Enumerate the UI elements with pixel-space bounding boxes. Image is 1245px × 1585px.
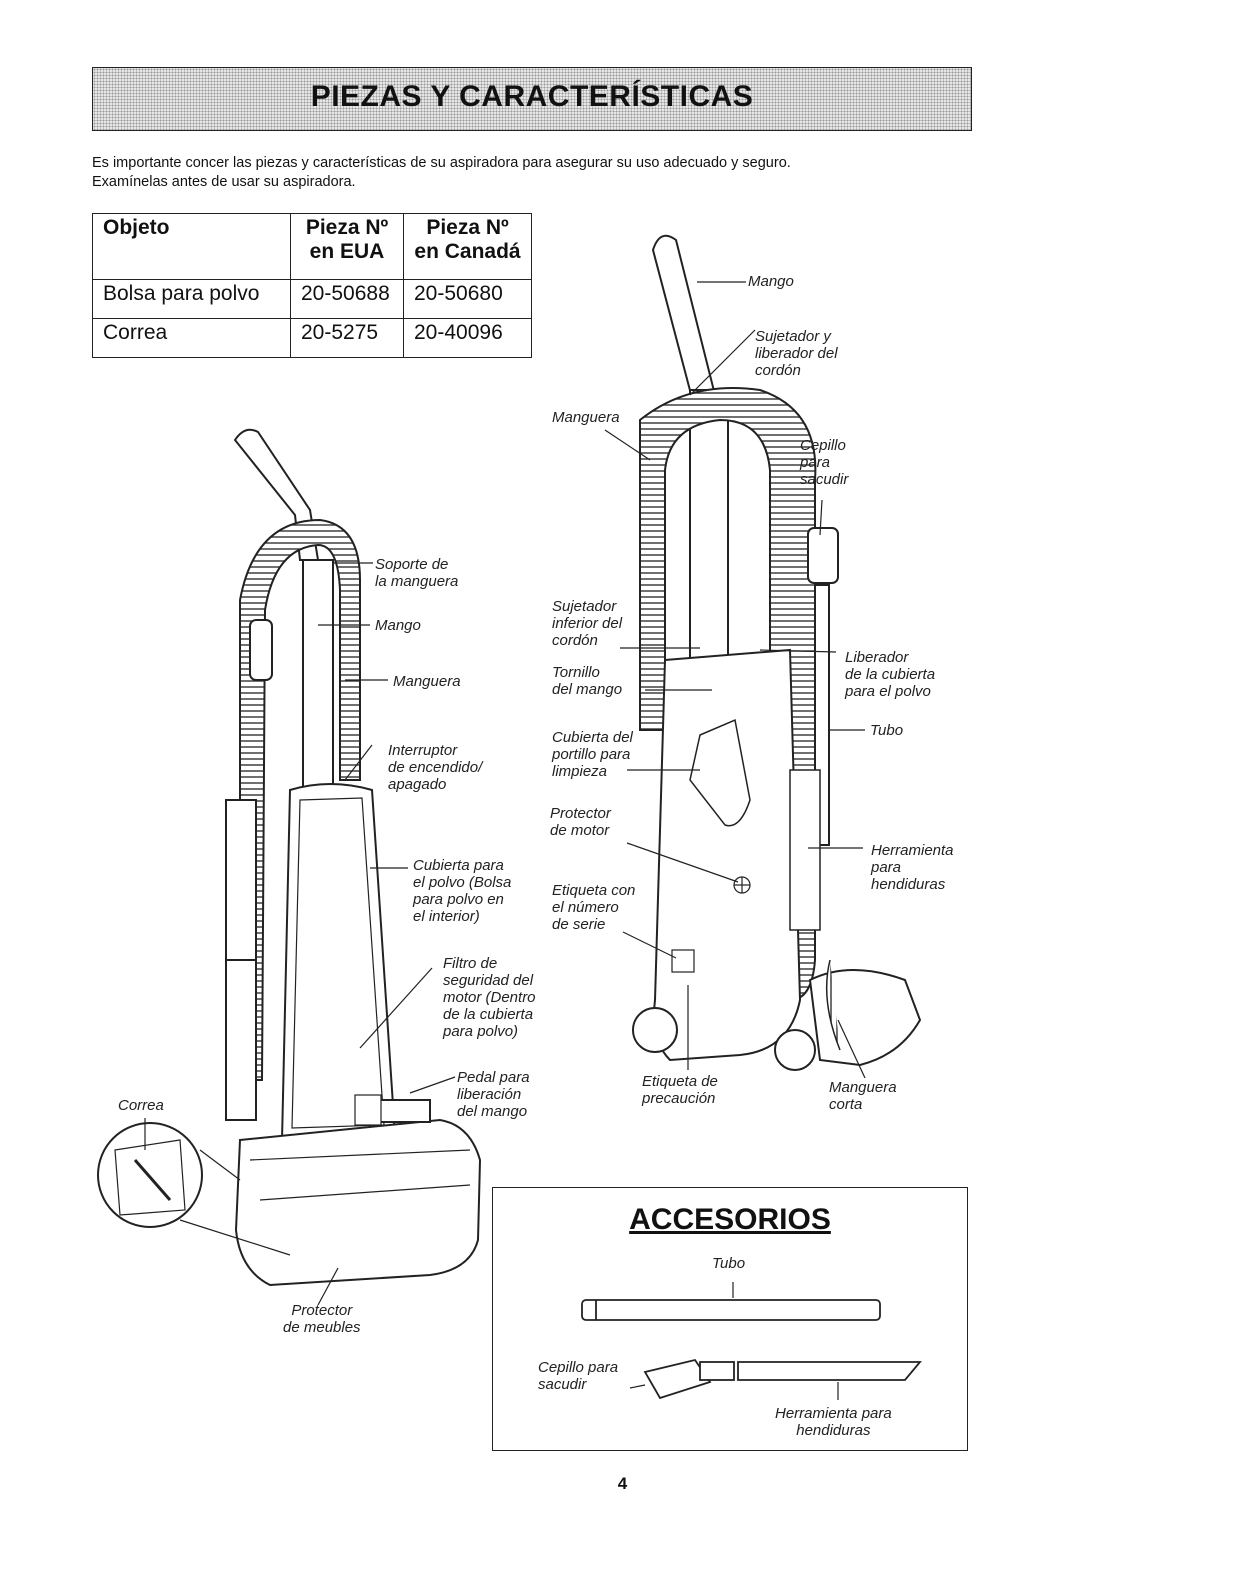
label-cubierta-polvo: Cubierta para el polvo (Bolsa para polvo… [413, 857, 512, 925]
accessories-title: ACCESORIOS [629, 1203, 831, 1236]
table-cell: 20-50680 [403, 279, 532, 319]
label-etiqueta-precaucion: Etiqueta de precaución [642, 1073, 718, 1107]
label-herramienta-hendiduras: Herramienta para hendiduras [871, 842, 954, 893]
label-tornillo-mango: Tornillo del mango [552, 664, 623, 698]
label-cepillo-sacudir: Cepillo para sacudir [800, 437, 849, 488]
label-accessory-herramienta: Herramienta para hendiduras [775, 1405, 892, 1439]
tube-accessory-drawing [581, 1299, 881, 1321]
label-protector-motor: Protector de motor [550, 805, 611, 839]
column-header-pieza-canada: Pieza Nº en Canadá [403, 213, 532, 280]
parts-table: Objeto Pieza Nº en EUA Pieza Nº en Canad… [92, 213, 532, 358]
table-cell: 20-50688 [290, 279, 404, 319]
label-mango-rear: Mango [748, 273, 794, 290]
accessories-box [492, 1187, 968, 1451]
accessories-illustrations [581, 1282, 922, 1400]
label-protector-muebles: Protector de meubles [283, 1302, 361, 1336]
label-cubierta-portillo: Cubierta del portillo para limpieza [552, 729, 633, 780]
label-etiqueta-serie: Etiqueta con el número de serie [552, 882, 636, 933]
page-number: 4 [617, 1474, 628, 1493]
table-cell: 20-40096 [403, 318, 532, 358]
intro-line-2: Examínelas antes de usar su aspiradora. [92, 174, 356, 190]
label-accessory-cepillo: Cepillo para sacudir [538, 1359, 619, 1393]
page-title: PIEZAS Y CARACTERÍSTICAS [310, 80, 754, 113]
label-sujetador-inferior: Sujetador inferior del cordón [552, 598, 623, 649]
table-cell: 20-5275 [290, 318, 404, 358]
table-cell: Bolsa para polvo [92, 279, 291, 319]
rear-vacuum-illustration [604, 234, 922, 1079]
label-manguera-corta: Manguera corta [829, 1079, 897, 1113]
table-row: Bolsa para polvo 20-50688 20-50680 [92, 279, 532, 319]
dusting-brush-drawing [643, 1358, 712, 1400]
label-liberador-cubierta: Liberador de la cubierta para el polvo [845, 649, 936, 700]
label-filtro-seguridad: Filtro de seguridad del motor (Dentro de… [443, 955, 536, 1040]
label-correa: Correa [118, 1097, 164, 1114]
label-soporte-manguera: Soporte de la manguera [375, 556, 459, 590]
label-interruptor: Interruptor de encendido/ apagado [388, 742, 483, 793]
column-header-objeto: Objeto [92, 213, 291, 280]
intro-paragraph: Es importante concer las piezas y caract… [92, 154, 992, 192]
label-mango-front: Mango [375, 617, 421, 634]
table-header-row: Objeto Pieza Nº en EUA Pieza Nº en Canad… [92, 213, 532, 280]
label-manguera-front: Manguera [393, 673, 461, 690]
table-row: Correa 20-5275 20-40096 [92, 318, 532, 358]
crevice-tool-drawing [737, 1361, 922, 1381]
front-vacuum-illustration [97, 428, 482, 1306]
label-manguera-rear: Manguera [552, 409, 620, 426]
label-sujetador-liberador: Sujetador y liberador del cordón [755, 328, 838, 379]
column-header-pieza-eua: Pieza Nº en EUA [290, 213, 404, 280]
label-tubo-rear: Tubo [870, 722, 904, 739]
section-title-bar: PIEZAS Y CARACTERÍSTICAS [92, 67, 972, 131]
intro-line-1: Es importante concer las piezas y caract… [92, 155, 791, 171]
label-pedal-liberacion: Pedal para liberación del mango [457, 1069, 530, 1120]
label-accessory-tubo: Tubo [712, 1255, 746, 1272]
